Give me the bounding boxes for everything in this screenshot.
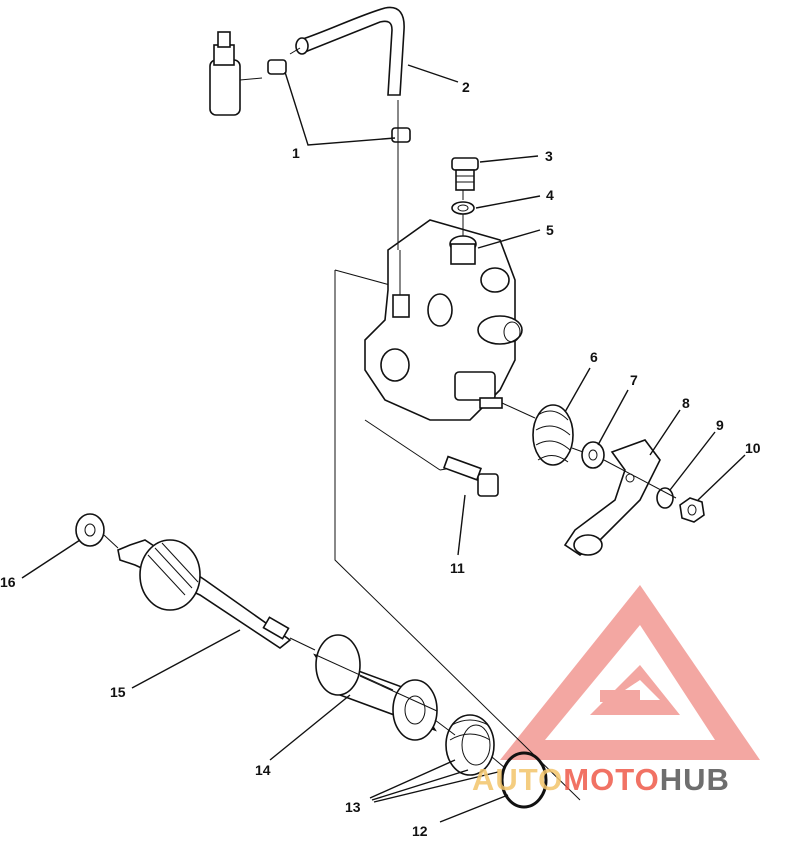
callout-labels: 1 2 3 4 5 6 7 8 9 10 11 12 13 14 15 16 xyxy=(0,79,761,839)
callout-1: 1 xyxy=(292,145,300,161)
callout-4: 4 xyxy=(546,187,554,203)
thrust-washer xyxy=(581,441,605,469)
callout-leaders xyxy=(21,64,746,823)
control-lever xyxy=(563,439,661,556)
watermark-auto: AUTO xyxy=(472,762,563,797)
sealing-washer xyxy=(451,201,475,215)
callout-16: 16 xyxy=(0,574,16,590)
drive-bushing xyxy=(313,634,438,741)
watermark-hub: HUB xyxy=(660,762,730,797)
callout-11: 11 xyxy=(450,560,465,576)
callout-12: 12 xyxy=(412,823,428,839)
callout-9: 9 xyxy=(716,417,724,433)
watermark-text: AUTOMOTOHUB xyxy=(472,762,730,797)
assembly-lines xyxy=(103,100,677,769)
callout-2: 2 xyxy=(462,79,470,95)
callout-7: 7 xyxy=(630,372,638,388)
callout-15: 15 xyxy=(110,684,126,700)
callout-13: 13 xyxy=(345,799,361,815)
gear-washer xyxy=(75,513,105,547)
callout-3: 3 xyxy=(545,148,553,164)
hex-nut xyxy=(679,497,705,523)
callout-14: 14 xyxy=(255,762,271,778)
callout-8: 8 xyxy=(682,395,690,411)
svg-text:AUTOMOTOHUB: AUTOMOTOHUB xyxy=(472,762,730,797)
hose-clamp xyxy=(267,59,411,143)
vent-fitting xyxy=(209,31,263,116)
drive-gear-shaft xyxy=(117,539,292,649)
watermark-logo-icon xyxy=(500,585,760,760)
oil-pump-body xyxy=(364,219,523,421)
callout-10: 10 xyxy=(745,440,761,456)
return-spring xyxy=(532,404,574,466)
callout-5: 5 xyxy=(546,222,554,238)
oil-seals xyxy=(445,714,495,776)
watermark-moto: MOTO xyxy=(563,762,659,797)
lock-washer xyxy=(656,487,674,509)
o-ring xyxy=(500,751,548,809)
callout-6: 6 xyxy=(590,349,598,365)
mounting-plate-outline xyxy=(334,269,581,801)
oil-hose xyxy=(289,6,405,96)
mounting-bolt xyxy=(442,455,499,497)
banjo-bolt xyxy=(451,157,479,191)
